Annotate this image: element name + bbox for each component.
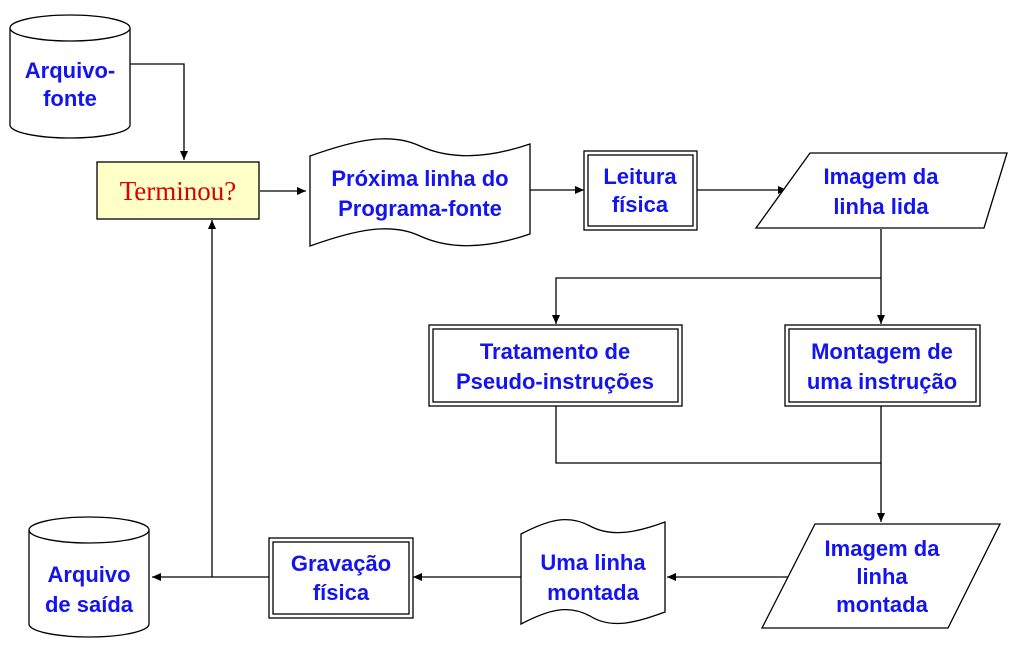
physical-write-label-line1: Gravação — [291, 551, 391, 576]
parallelogram-icon — [754, 152, 1008, 229]
process-box-inner — [788, 328, 977, 403]
assembled-image-label-line1: Imagem da — [825, 536, 941, 561]
assembled-image-label-line2: linha — [856, 564, 908, 589]
cylinder-icon — [28, 530, 150, 638]
parallelogram-icon — [760, 523, 1002, 629]
decision-box — [96, 161, 260, 220]
arrow-image-to-pseudo — [552, 277, 881, 324]
connectors — [130, 63, 885, 581]
document-icon — [520, 518, 666, 626]
process-box-inner — [432, 328, 679, 403]
physical-write-node: Gravação física — [268, 537, 414, 619]
line-pseudo-merge — [555, 406, 881, 464]
next-line-label-line2: Programa-fonte — [338, 196, 502, 221]
output-file-label-line2: de saída — [45, 592, 134, 617]
assemble-instruction-label-line1: Montagem de — [811, 339, 953, 364]
physical-read-node: Leitura física — [583, 150, 698, 231]
assembled-image-node: Imagem da linha montada — [760, 523, 1002, 629]
assembled-line-node: Uma linha montada — [520, 518, 666, 626]
process-box-inner — [587, 154, 694, 227]
assembled-line-label-line2: montada — [547, 580, 639, 605]
pseudo-instructions-node: Tratamento de Pseudo-instruções — [428, 324, 683, 407]
line-image-label-line1: Imagem da — [824, 164, 940, 189]
output-file-label-line1: Arquivo — [47, 562, 130, 587]
pseudo-instructions-label-line2: Pseudo-instruções — [456, 369, 654, 394]
cylinder-icon — [9, 28, 131, 139]
assembled-line-label-line1: Uma linha — [540, 550, 646, 575]
output-file-node: Arquivo de saída — [28, 516, 150, 638]
source-file-label-line1: Arquivo- — [25, 58, 115, 83]
assemble-instruction-node: Montagem de uma instrução — [784, 324, 981, 407]
source-file-label-line2: fonte — [43, 86, 97, 111]
line-image-label-line2: linha lida — [833, 194, 929, 219]
physical-read-label-line1: Leitura — [603, 164, 677, 189]
physical-read-label-line2: física — [612, 192, 669, 217]
assemble-instruction-label-line2: uma instrução — [807, 369, 957, 394]
next-line-node: Próxima linha do Programa-fonte — [309, 138, 531, 247]
line-image-node: Imagem da linha lida — [754, 152, 1008, 229]
arrow-source-to-decision — [130, 63, 188, 160]
document-icon — [309, 138, 531, 247]
pseudo-instructions-label-line1: Tratamento de — [480, 339, 630, 364]
source-file-node: Arquivo- fonte — [9, 14, 131, 139]
assembled-image-label-line3: montada — [836, 592, 928, 617]
next-line-label-line1: Próxima linha do — [331, 166, 508, 191]
decision-label: Terminou? — [120, 176, 237, 206]
physical-write-label-line2: física — [313, 580, 370, 605]
decision-node: Terminou? — [96, 161, 260, 220]
process-box-inner — [272, 541, 410, 615]
